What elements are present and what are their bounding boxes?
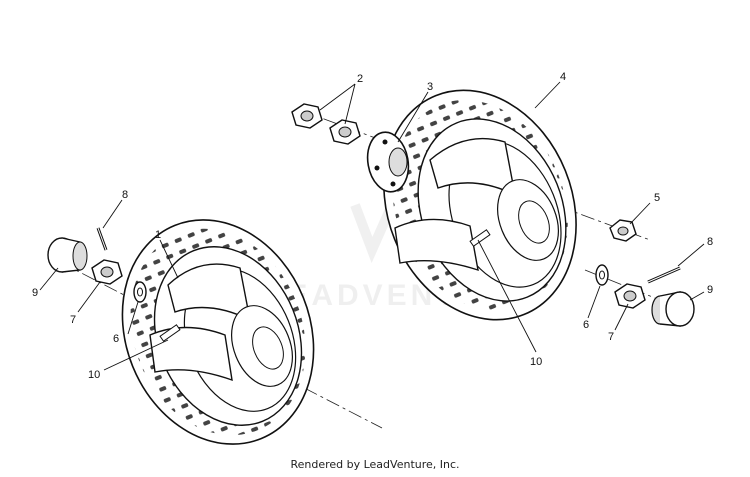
callout-6-right: 6 [583, 319, 589, 331]
right-hub-cap [651, 291, 695, 327]
callout-2: 2 [357, 73, 363, 85]
footer-credit: Rendered by LeadVenture, Inc. [290, 458, 460, 471]
callout-7-right: 7 [608, 331, 614, 343]
callout-10-left: 10 [88, 369, 100, 381]
left-castle-nut [91, 259, 123, 285]
lug-nuts [291, 103, 361, 145]
callout-10-right: 10 [530, 356, 542, 368]
callout-6-left: 6 [113, 333, 119, 345]
callout-5: 5 [654, 192, 660, 204]
right-wheel-rim [394, 137, 559, 272]
leader-lines [39, 81, 705, 371]
callout-8-left: 8 [122, 189, 128, 201]
left-valve-stem [159, 324, 181, 342]
right-valve-stem [469, 229, 491, 247]
callout-7-left: 7 [70, 314, 76, 326]
callout-3: 3 [427, 81, 433, 93]
right-washer [595, 264, 609, 286]
right-cotter-pin [647, 266, 681, 284]
left-hub-cap [47, 237, 88, 273]
right-nut [609, 219, 637, 242]
left-washer [133, 281, 147, 303]
callout-9-left: 9 [32, 287, 38, 299]
left-cotter-pin [96, 227, 108, 251]
wheel-hub [366, 131, 410, 193]
callout-4: 4 [560, 71, 566, 83]
callout-9-right: 9 [707, 284, 713, 296]
callout-1: 1 [155, 229, 161, 241]
callout-8-right: 8 [707, 236, 713, 248]
right-castle-nut [614, 283, 646, 309]
left-wheel-rim [149, 263, 293, 387]
